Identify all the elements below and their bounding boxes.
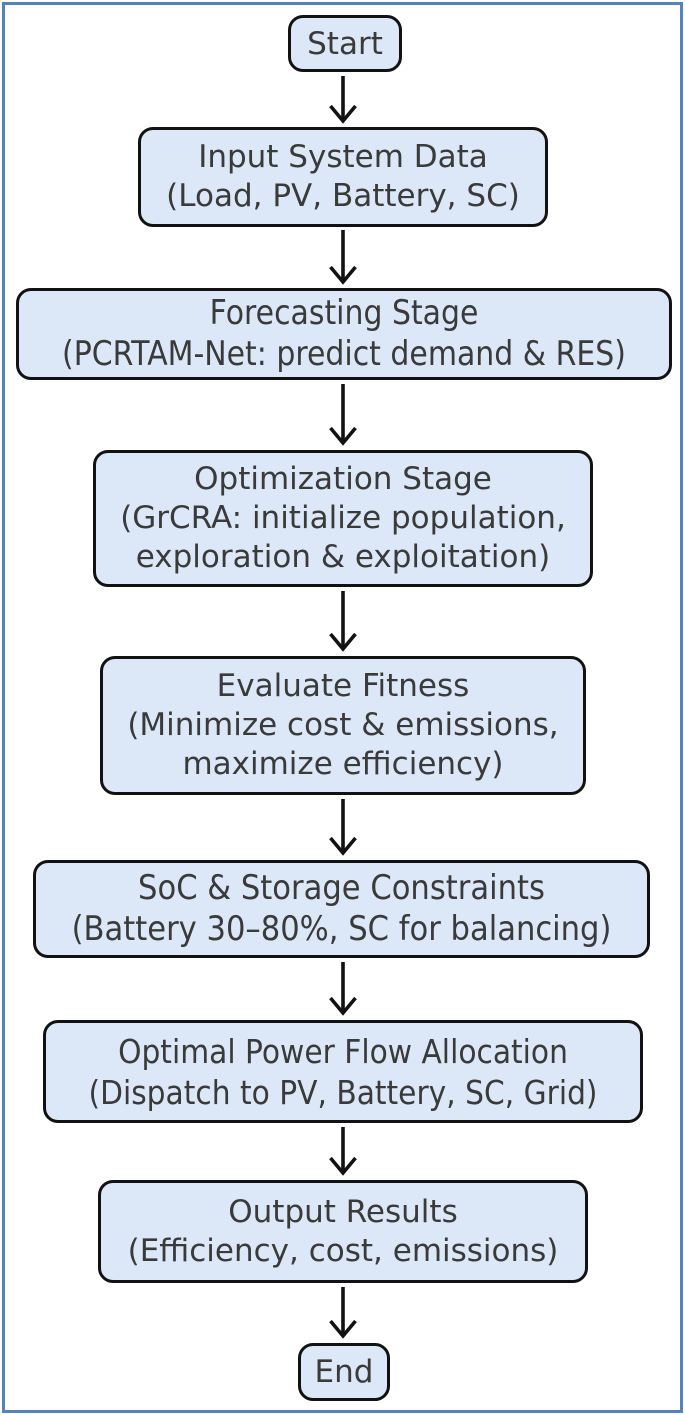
node-start-label: Start — [307, 25, 383, 62]
node-end-label: End — [314, 1354, 374, 1390]
arrow-head — [329, 836, 357, 856]
arrow-optimization-to-fitness — [329, 591, 357, 652]
node-end: End — [298, 1343, 390, 1401]
node-optimal-power-flow-allocation: Optimal Power Flow Allocation (Dispatch … — [43, 1020, 643, 1123]
arrow-head — [329, 1319, 357, 1339]
arrow-input-to-forecasting — [329, 230, 357, 285]
arrow-head — [329, 632, 357, 652]
arrow-forecasting-to-optimization — [329, 384, 357, 446]
node-soc-storage-constraints-label: SoC & Storage Constraints (Battery 30–80… — [71, 868, 612, 949]
node-optimization-stage-label: Optimization Stage (GrCRA: initialize po… — [120, 461, 566, 575]
node-output-results-label: Output Results (Efficiency, cost, emissi… — [127, 1193, 559, 1269]
node-input-system-data: Input System Data (Load, PV, Battery, SC… — [138, 127, 548, 227]
node-evaluate-fitness: Evaluate Fitness (Minimize cost & emissi… — [100, 656, 586, 795]
arrow-head — [329, 1156, 357, 1176]
node-forecasting-stage: Forecasting Stage (PCRTAM-Net: predict d… — [16, 288, 672, 380]
node-output-results: Output Results (Efficiency, cost, emissi… — [98, 1180, 588, 1283]
node-soc-storage-constraints: SoC & Storage Constraints (Battery 30–80… — [33, 860, 650, 958]
node-forecasting-stage-label: Forecasting Stage (PCRTAM-Net: predict d… — [62, 293, 626, 374]
arrow-start-to-input — [329, 76, 357, 124]
arrow-head — [329, 996, 357, 1016]
node-input-system-data-label: Input System Data (Load, PV, Battery, SC… — [166, 139, 520, 214]
arrow-constraints-to-power-flow — [329, 962, 357, 1016]
arrow-output-to-end — [329, 1287, 357, 1339]
node-optimal-power-flow-allocation-label: Optimal Power Flow Allocation (Dispatch … — [88, 1031, 598, 1112]
node-start: Start — [288, 15, 402, 72]
arrow-head — [329, 426, 357, 446]
arrow-fitness-to-constraints — [329, 799, 357, 856]
node-evaluate-fitness-label: Evaluate Fitness (Minimize cost & emissi… — [127, 668, 559, 782]
arrow-head — [329, 104, 357, 124]
arrow-power-flow-to-output — [329, 1127, 357, 1176]
node-optimization-stage: Optimization Stage (GrCRA: initialize po… — [93, 450, 593, 587]
arrow-head — [329, 265, 357, 285]
